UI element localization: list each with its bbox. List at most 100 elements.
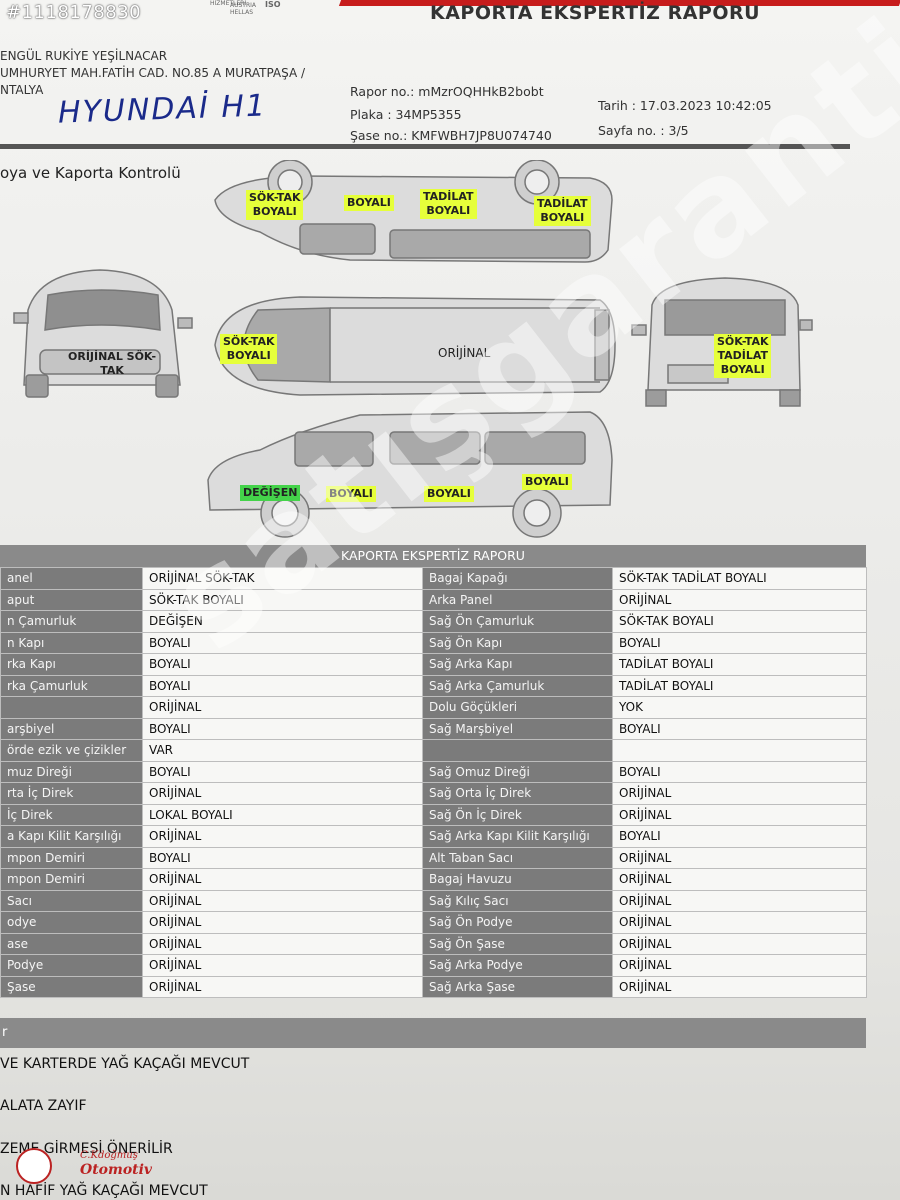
part-label: n Kapı bbox=[0, 631, 143, 654]
part-status: BOYALI bbox=[142, 846, 423, 869]
part-label: rka Kapı bbox=[0, 653, 143, 676]
side-view-bottom bbox=[207, 411, 613, 538]
part-label: Sağ Orta İç Direk bbox=[422, 782, 613, 805]
part-label: örde ezik ve çizikler bbox=[0, 739, 143, 762]
part-status: ORİJİNAL bbox=[612, 932, 867, 955]
tarih: Tarih : 17.03.2023 10:42:05 bbox=[598, 98, 772, 113]
tag-top-rear: TADİLAT BOYALI bbox=[534, 196, 591, 226]
part-label: Sağ Arka Çamurluk bbox=[422, 674, 613, 697]
part-status: ORİJİNAL bbox=[142, 911, 423, 934]
tag-top-middle: TADİLAT BOYALI bbox=[420, 189, 477, 219]
part-status: ORİJİNAL bbox=[612, 975, 867, 998]
part-status: ORİJİNAL SÖK-TAK bbox=[142, 567, 423, 590]
part-label: Sağ Ön Şase bbox=[422, 932, 613, 955]
part-status: ORİJİNAL bbox=[612, 889, 867, 912]
part-status: SÖK-TAK TADİLAT BOYALI bbox=[612, 567, 867, 590]
part-status: ORİJİNAL bbox=[142, 696, 423, 719]
sayfa-no: Sayfa no. : 3/5 bbox=[598, 123, 689, 138]
part-label: Sağ Ön İç Direk bbox=[422, 803, 613, 826]
header-divider bbox=[0, 144, 850, 149]
address-block: ENGÜL RUKİYE YEŞİLNACAR UMHURYET MAH.FAT… bbox=[0, 48, 305, 99]
part-status: TADİLAT BOYALI bbox=[612, 653, 867, 676]
part-label: ase bbox=[0, 932, 143, 955]
part-status: ORİJİNAL bbox=[612, 954, 867, 977]
note-item-4: N HAFİF YAĞ KAÇAĞI MEVCUT bbox=[0, 1183, 208, 1199]
rapor-no: Rapor no.: mMzrOQHHkB2bobt bbox=[350, 84, 544, 99]
part-status: ORİJİNAL bbox=[612, 803, 867, 826]
part-status: ORİJİNAL bbox=[142, 825, 423, 848]
address-line-1: ENGÜL RUKİYE YEŞİLNACAR bbox=[0, 49, 168, 63]
logo-text-1: HİZMETLERİ bbox=[210, 0, 247, 7]
part-label: anel bbox=[0, 567, 143, 590]
tag-bottom-front-door: BOYALI bbox=[326, 486, 376, 502]
part-label: İç Direk bbox=[0, 803, 143, 826]
stamp-line-2: Otomotiv bbox=[80, 1162, 153, 1178]
sase-no: Şase no.: KMFWBH7JP8U074740 bbox=[350, 128, 552, 143]
note-item-1: VE KARTERDE YAĞ KAÇAĞI MEVCUT bbox=[0, 1056, 250, 1072]
part-status: BOYALI bbox=[142, 631, 423, 654]
part-status: ORİJİNAL bbox=[142, 782, 423, 805]
diagram-section-title: oya ve Kaporta Kontrolü bbox=[0, 164, 181, 182]
tag-roof-hood: SÖK-TAK BOYALI bbox=[220, 334, 278, 364]
tag-roof-center: ORİJİNAL bbox=[438, 346, 491, 360]
part-label: aput bbox=[0, 588, 143, 611]
part-status: BOYALI bbox=[142, 674, 423, 697]
part-status: ORİJİNAL bbox=[612, 911, 867, 934]
part-status: BOYALI bbox=[612, 825, 867, 848]
part-label: Sağ Kılıç Sacı bbox=[422, 889, 613, 912]
part-status: BOYALI bbox=[612, 760, 867, 783]
listing-id: #1118178830 bbox=[6, 2, 142, 23]
part-status: BOYALI bbox=[612, 631, 867, 654]
tag-front: ORİJİNAL SÖK- TAK bbox=[68, 350, 157, 377]
part-label: Sağ Omuz Direği bbox=[422, 760, 613, 783]
part-status: ORİJİNAL bbox=[142, 889, 423, 912]
note-item-2: ALATA ZAYIF bbox=[0, 1098, 87, 1114]
plaka: Plaka : 34MP5355 bbox=[350, 107, 462, 122]
part-label: rka Çamurluk bbox=[0, 674, 143, 697]
logo-text-2: AUSTRIA HELLAS bbox=[230, 2, 257, 16]
dealer-stamp: C.Kdoğmuş Otomotiv bbox=[14, 1142, 154, 1186]
part-status: YOK bbox=[612, 696, 867, 719]
part-status: SÖK-TAK BOYALI bbox=[612, 610, 867, 633]
address-line-2: UMHURYET MAH.FATİH CAD. NO.85 A MURATPAŞ… bbox=[0, 66, 306, 80]
part-label: rta İç Direk bbox=[0, 782, 143, 805]
part-label: a Kapı Kilit Karşılığı bbox=[0, 825, 143, 848]
part-label: Sağ Marşbiyel bbox=[422, 717, 613, 740]
part-status: ORİJİNAL bbox=[612, 868, 867, 891]
report-title: KAPORTA EKSPERTİZ RAPORU bbox=[430, 2, 761, 24]
part-status bbox=[612, 739, 867, 762]
part-label: Şase bbox=[0, 975, 143, 998]
part-status: ORİJİNAL bbox=[612, 588, 867, 611]
part-status: BOYALI bbox=[612, 717, 867, 740]
tag-bottom-rear: BOYALI bbox=[522, 474, 572, 490]
part-status: SÖK-TAK BOYALI bbox=[142, 588, 423, 611]
part-label: Sacı bbox=[0, 889, 143, 912]
part-label: mpon Demiri bbox=[0, 868, 143, 891]
notes-header: r bbox=[0, 1018, 866, 1048]
part-label: odye bbox=[0, 911, 143, 934]
part-label: Sağ Ön Kapı bbox=[422, 631, 613, 654]
part-status: ORİJİNAL bbox=[142, 932, 423, 955]
part-status: ORİJİNAL bbox=[612, 846, 867, 869]
stamp-line-1: C.Kdoğmuş bbox=[80, 1150, 138, 1161]
part-status: BOYALI bbox=[142, 717, 423, 740]
part-status: BOYALI bbox=[142, 653, 423, 676]
tag-top-front-door: SÖK-TAK BOYALI bbox=[246, 190, 304, 220]
part-label: Sağ Ön Podye bbox=[422, 911, 613, 934]
tag-rear: SÖK-TAK TADİLAT BOYALI bbox=[714, 334, 772, 378]
part-label: Arka Panel bbox=[422, 588, 613, 611]
part-label: n Çamurluk bbox=[0, 610, 143, 633]
